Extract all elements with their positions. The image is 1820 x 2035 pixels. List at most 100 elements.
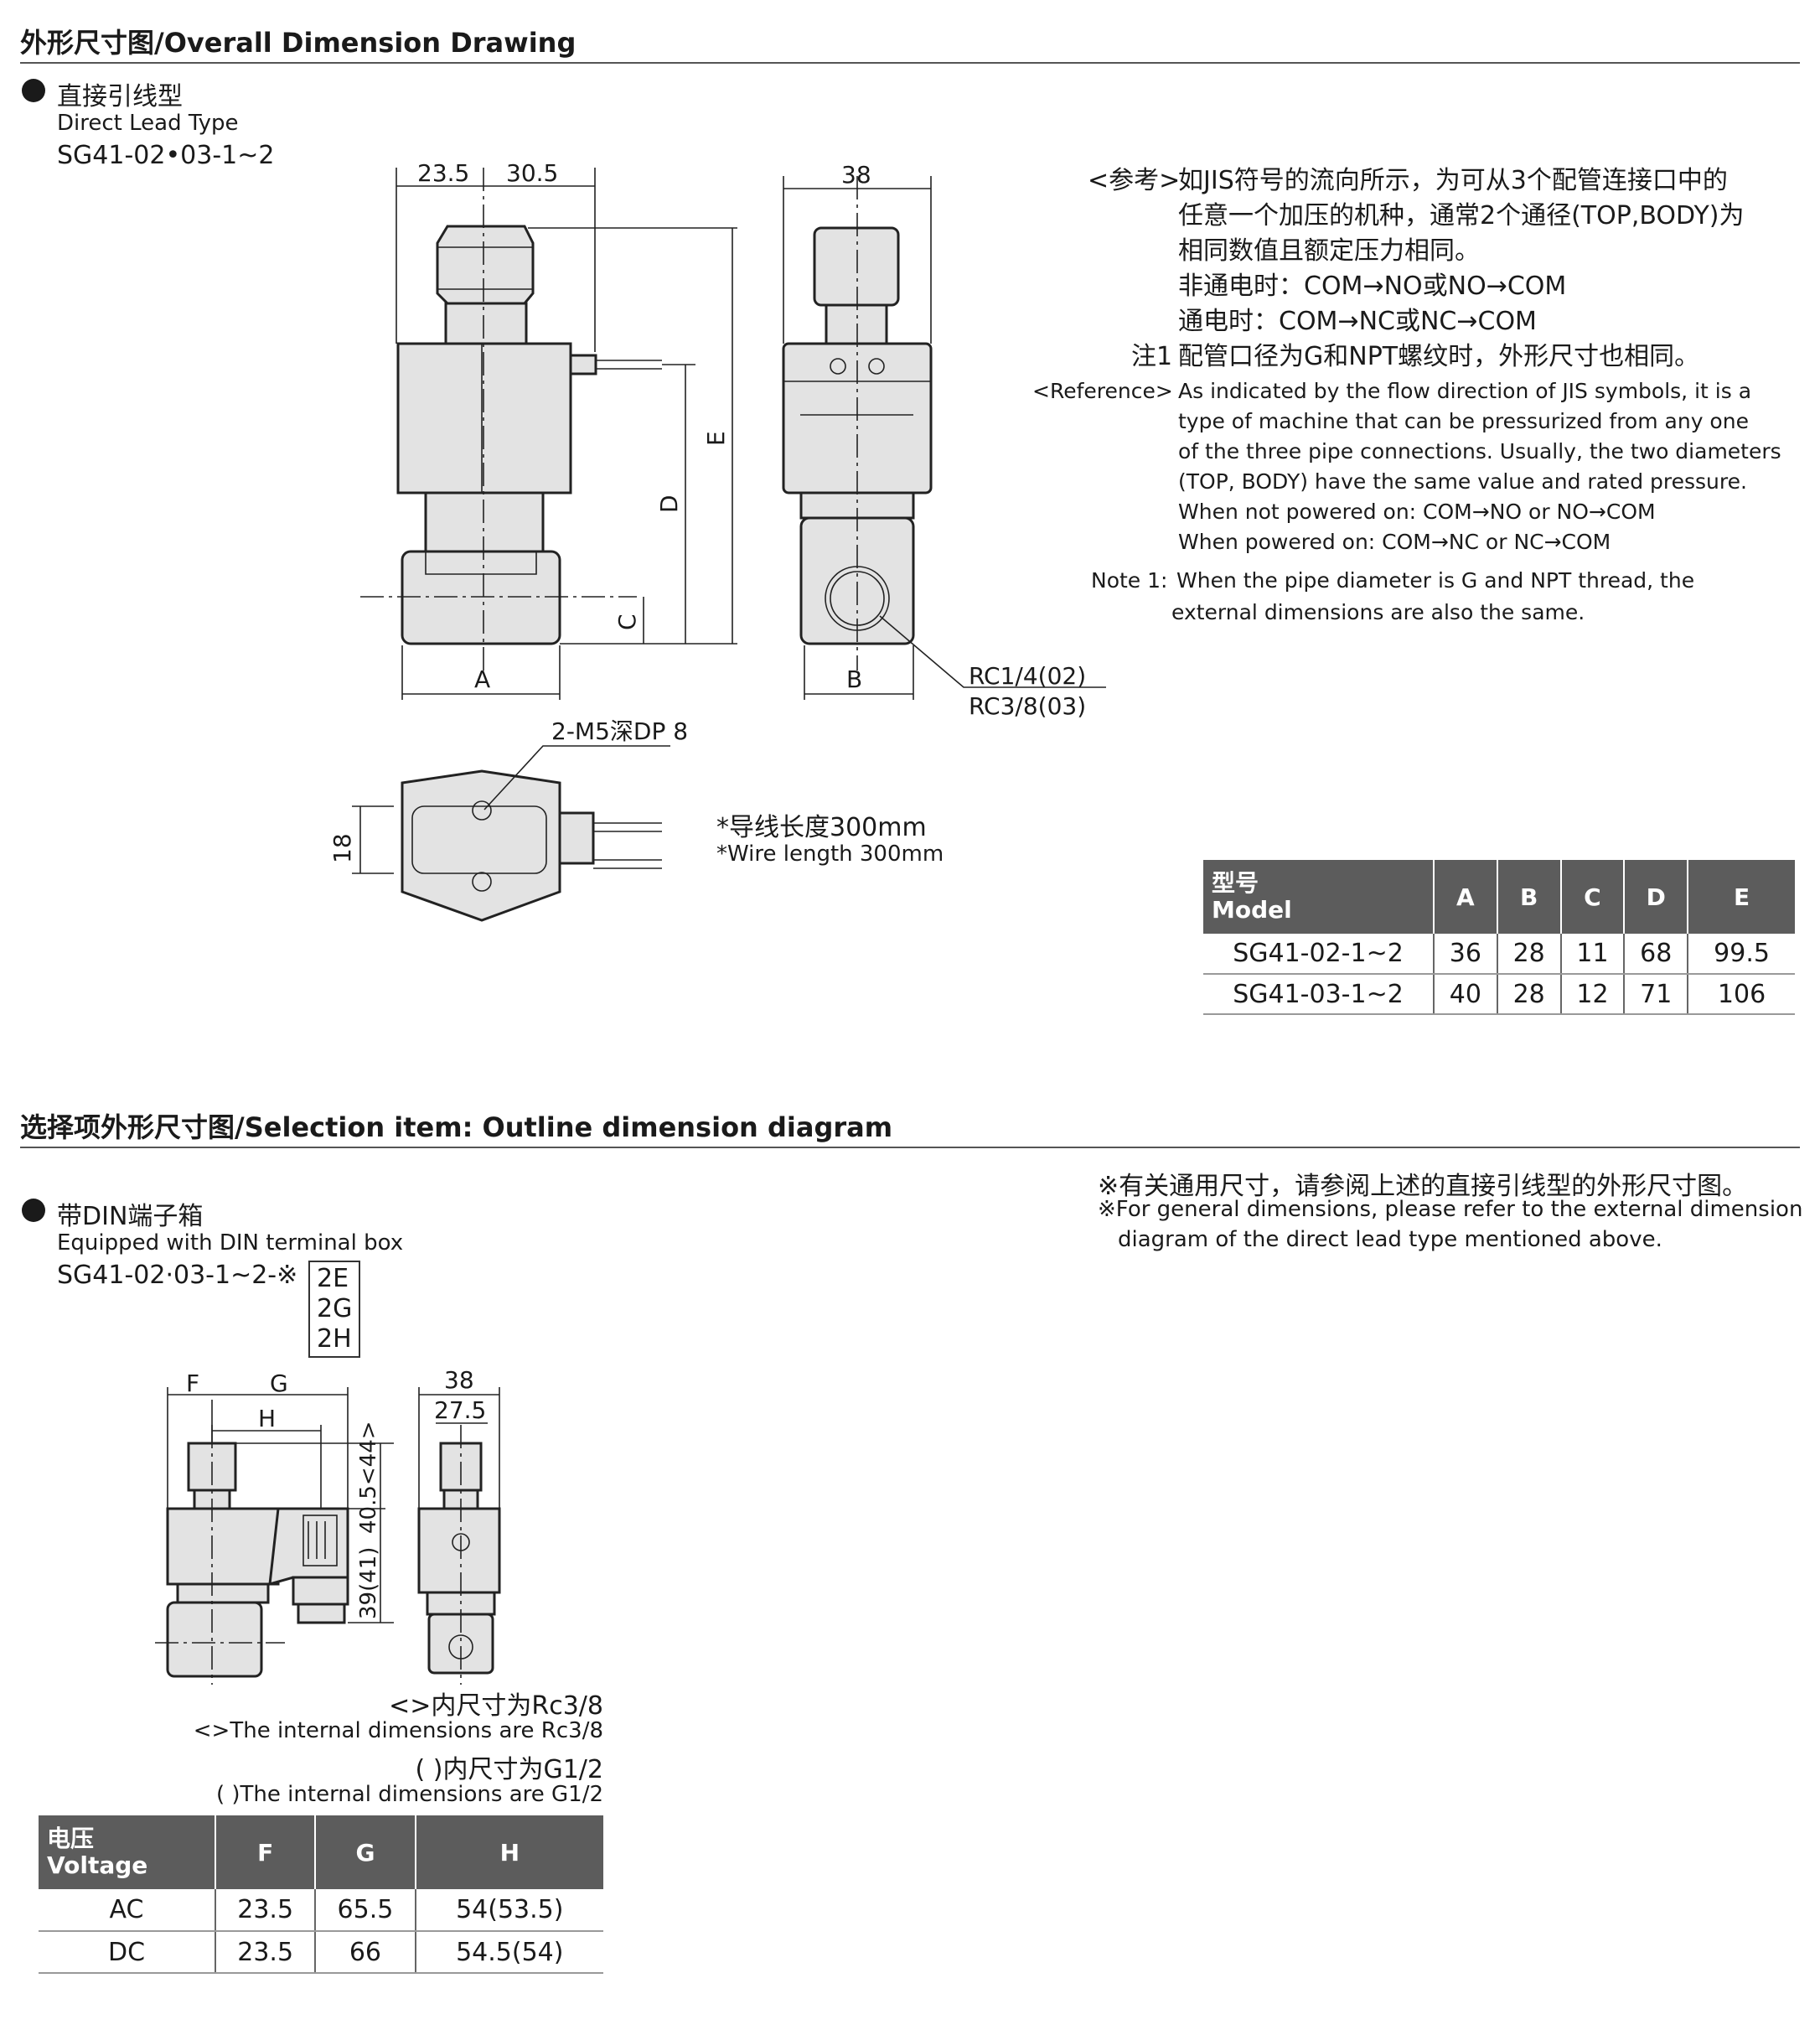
dim-39: 39(41)	[356, 1547, 381, 1619]
cell-model: SG41-03-1~2	[1203, 974, 1435, 1015]
table-header-h: H	[415, 1815, 603, 1889]
cell-value: 66	[315, 1931, 416, 1974]
bullet-icon	[22, 79, 45, 102]
cell-value: 68	[1624, 934, 1689, 975]
dim-h: H	[258, 1405, 276, 1432]
dim-38-din: 38	[444, 1366, 474, 1394]
model-label: SG41-02•03-1~2	[57, 141, 275, 170]
table-header-g: G	[315, 1815, 416, 1889]
rc-note-en: <>The internal dimensions are Rc3/8	[193, 1718, 603, 1743]
header-model-cn: 型号	[1212, 869, 1259, 897]
ref-cn-line-3: 相同数值且额定压力相同。	[1178, 236, 1480, 266]
option-box: 2E 2G 2H	[308, 1261, 361, 1358]
dim-40-5: 40.5<44>	[356, 1421, 381, 1534]
din-type-en: Equipped with DIN terminal box	[57, 1230, 404, 1256]
dim-d: D	[655, 495, 683, 513]
general-note-cn: ※有关通用尺寸，请参阅上述的直接引线型的外形尺寸图。	[1098, 1172, 1748, 1201]
header-voltage-cn: 电压	[47, 1825, 95, 1852]
table-header-d: D	[1624, 860, 1689, 934]
table-row: AC 23.5 65.5 54(53.5)	[39, 1889, 603, 1932]
type-label-en: Direct Lead Type	[57, 111, 239, 136]
section-title-selection: 选择项外形尺寸图/Selection item: Outline dimensi…	[20, 1111, 893, 1143]
dim-g: G	[270, 1370, 288, 1397]
model-dimension-table: 型号 Model A B C D E SG41-02-1~2 36 28 11 …	[1203, 860, 1795, 1015]
bottom-view	[352, 745, 670, 922]
table-header-voltage: 电压 Voltage	[39, 1815, 216, 1889]
ref-en-line-4: (TOP, BODY) have the same value and rate…	[1178, 469, 1747, 494]
ref-en-note-1: When the pipe diameter is G and NPT thre…	[1176, 568, 1695, 593]
ref-tag-en: <Reference>	[1032, 379, 1173, 403]
cell-value: 40	[1434, 974, 1498, 1015]
wire-length-en: *Wire length 300mm	[716, 841, 944, 867]
side-view	[782, 176, 1106, 700]
section-divider	[20, 1147, 1800, 1148]
dim-30-5: 30.5	[506, 159, 558, 187]
dim-b: B	[846, 665, 862, 693]
section-title-overall: 外形尺寸图/Overall Dimension Drawing	[20, 27, 577, 59]
dim-27-5: 27.5	[434, 1396, 486, 1424]
cell-value: 36	[1434, 934, 1498, 975]
ref-cn-line-4: 非通电时：COM→NO或NO→COM	[1178, 272, 1567, 301]
ref-tag-cn: <参考>	[1088, 166, 1181, 195]
din-type-cn: 带DIN端子箱	[57, 1202, 204, 1231]
dim-23-5: 23.5	[417, 159, 469, 187]
ref-en-line-5: When not powered on: COM→NO or NO→COM	[1178, 500, 1656, 524]
table-header-a: A	[1434, 860, 1498, 934]
ref-cn-note: 配管口径为G和NPT螺纹时，外形尺寸也相同。	[1178, 342, 1700, 371]
g-note-en: ( )The internal dimensions are G1/2	[216, 1782, 603, 1807]
table-header-model: 型号 Model	[1203, 860, 1435, 934]
g-note-cn: ( )内尺寸为G1/2	[415, 1755, 603, 1784]
dim-a: A	[474, 665, 490, 693]
section-divider	[20, 62, 1800, 64]
mount-hole-label: 2-M5深DP 8	[551, 717, 688, 745]
dim-18: 18	[328, 833, 356, 863]
bullet-icon	[22, 1199, 45, 1222]
cell-value: 23.5	[215, 1889, 317, 1932]
table-row: SG41-02-1~2 36 28 11 68 99.5	[1203, 934, 1795, 975]
ref-en-note-2: external dimensions are also the same.	[1171, 600, 1585, 624]
port-label-02: RC1/4(02)	[969, 662, 1086, 690]
din-front-view	[155, 1387, 394, 1685]
cell-value: 11	[1560, 934, 1626, 975]
table-row: SG41-03-1~2 40 28 12 71 106	[1203, 974, 1795, 1015]
cell-model: SG41-02-1~2	[1203, 934, 1435, 975]
cell-value: 23.5	[215, 1931, 317, 1974]
table-header-e: E	[1688, 860, 1795, 934]
header-voltage-en: Voltage	[47, 1851, 148, 1879]
cell-voltage: DC	[39, 1931, 216, 1974]
cell-value: 28	[1497, 934, 1562, 975]
dim-e: E	[702, 431, 730, 446]
ref-en-line-1: As indicated by the flow direction of JI…	[1178, 379, 1752, 403]
header-model-en: Model	[1212, 896, 1292, 924]
dim-c: C	[613, 614, 641, 630]
option-2h: 2H	[317, 1324, 352, 1354]
cell-value: 54.5(54)	[415, 1931, 603, 1974]
cell-value: 106	[1688, 974, 1795, 1015]
cell-value: 12	[1560, 974, 1626, 1015]
dim-f: F	[186, 1370, 199, 1397]
ref-cn-line-1: 如JIS符号的流向所示，为可从3个配管连接口中的	[1178, 166, 1728, 195]
cell-value: 28	[1497, 974, 1562, 1015]
ref-en-note-tag: Note 1:	[1091, 568, 1168, 593]
front-view	[360, 168, 737, 700]
din-side-view	[417, 1387, 501, 1685]
table-header-f: F	[215, 1815, 317, 1889]
option-2e: 2E	[317, 1264, 349, 1293]
port-label-03: RC3/8(03)	[969, 692, 1086, 720]
table-row: DC 23.5 66 54.5(54)	[39, 1931, 603, 1974]
cell-voltage: AC	[39, 1889, 216, 1932]
general-note-en-2: diagram of the direct lead type mentione…	[1118, 1227, 1662, 1252]
ref-cn-line-2: 任意一个加压的机种，通常2个通径(TOP,BODY)为	[1178, 201, 1745, 230]
ref-en-line-3: of the three pipe connections. Usually, …	[1178, 439, 1781, 463]
voltage-dimension-table: 电压 Voltage F G H AC 23.5 65.5 54(53.5) D…	[39, 1815, 603, 1974]
cell-value: 65.5	[315, 1889, 416, 1932]
ref-en-line-2: type of machine that can be pressurized …	[1178, 409, 1749, 433]
ref-cn-line-5: 通电时：COM→NC或NC→COM	[1178, 307, 1537, 336]
general-note-en-1: ※For general dimensions, please refer to…	[1098, 1197, 1803, 1222]
wire-length-cn: *导线长度300mm	[716, 813, 927, 842]
dim-38: 38	[841, 161, 871, 189]
cell-value: 99.5	[1688, 934, 1795, 975]
ref-en-line-6: When powered on: COM→NC or NC→COM	[1178, 530, 1611, 554]
din-model: SG41-02·03-1~2-※	[57, 1261, 298, 1290]
